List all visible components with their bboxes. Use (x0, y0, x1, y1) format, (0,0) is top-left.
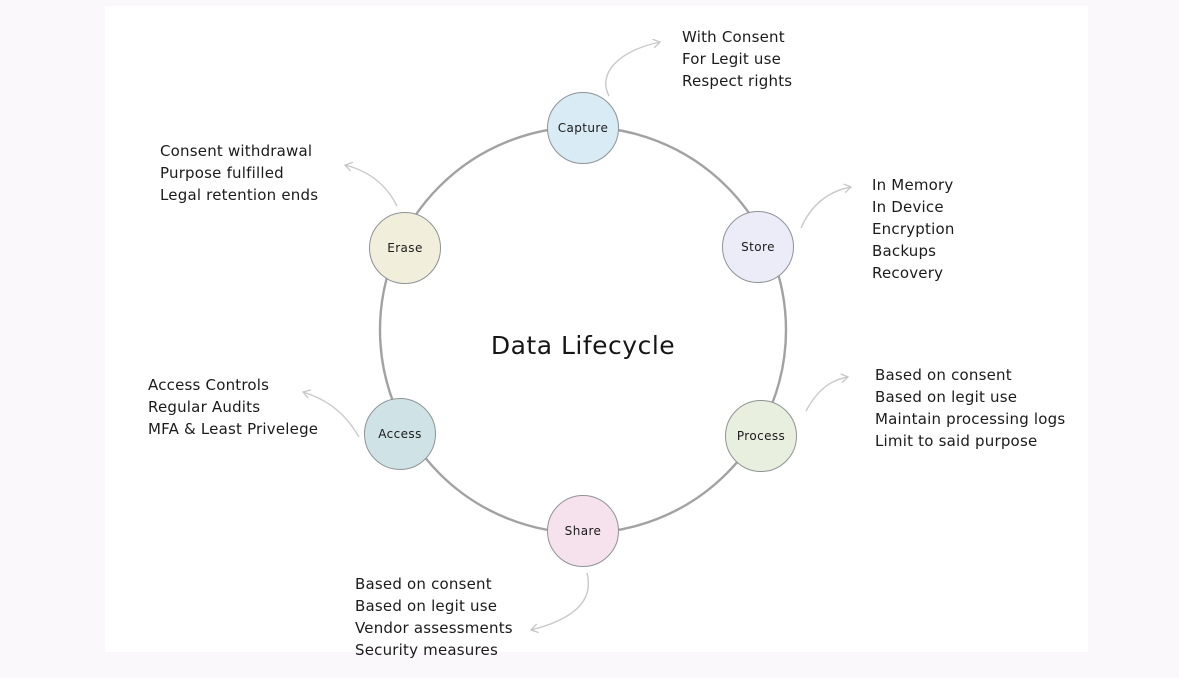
node-capture[interactable]: Capture (547, 92, 619, 164)
node-access-label: Access (378, 427, 422, 441)
note-line: Security measures (355, 641, 498, 659)
notes-access: Access Controls Regular Audits MFA & Lea… (148, 374, 318, 440)
note-line: With Consent (682, 28, 785, 46)
node-store[interactable]: Store (722, 211, 794, 283)
note-line: Vendor assessments (355, 619, 513, 637)
node-capture-label: Capture (557, 121, 609, 135)
node-share[interactable]: Share (547, 495, 619, 567)
diagram-title: Data Lifecycle (490, 331, 676, 360)
note-line: In Device (872, 198, 944, 216)
note-line: MFA & Least Privelege (148, 420, 319, 438)
note-line: Based on consent (875, 366, 1012, 384)
note-line: Respect rights (682, 72, 793, 90)
node-access[interactable]: Access (364, 398, 436, 470)
note-line: Maintain processing logs (875, 410, 1066, 428)
node-process-label: Process (736, 429, 786, 443)
note-line: Backups (872, 242, 937, 260)
node-store-label: Store (741, 240, 775, 254)
note-line: Access Controls (148, 376, 270, 394)
node-erase[interactable]: Erase (369, 212, 441, 284)
note-line: For Legit use (682, 50, 782, 68)
note-line: In Memory (872, 176, 954, 194)
note-line: Regular Audits (148, 398, 261, 416)
note-line: Based on legit use (875, 388, 1018, 406)
note-line: Consent withdrawal (160, 142, 313, 160)
node-share-label: Share (564, 524, 602, 538)
note-line: Legal retention ends (160, 186, 319, 204)
notes-capture: With Consent For Legit use Respect right… (682, 26, 792, 92)
note-line: Recovery (872, 264, 944, 282)
note-line: Based on legit use (355, 597, 498, 615)
note-line: Encryption (872, 220, 955, 238)
notes-erase: Consent withdrawal Purpose fulfilled Leg… (160, 140, 318, 206)
node-process[interactable]: Process (725, 400, 797, 472)
note-line: Purpose fulfilled (160, 164, 284, 182)
note-line: Based on consent (355, 575, 492, 593)
note-line: Limit to said purpose (875, 432, 1038, 450)
notes-process: Based on consent Based on legit use Main… (875, 364, 1065, 452)
notes-share: Based on consent Based on legit use Vend… (355, 573, 513, 661)
notes-store: In Memory In Device Encryption Backups R… (872, 174, 955, 284)
node-erase-label: Erase (387, 241, 423, 255)
